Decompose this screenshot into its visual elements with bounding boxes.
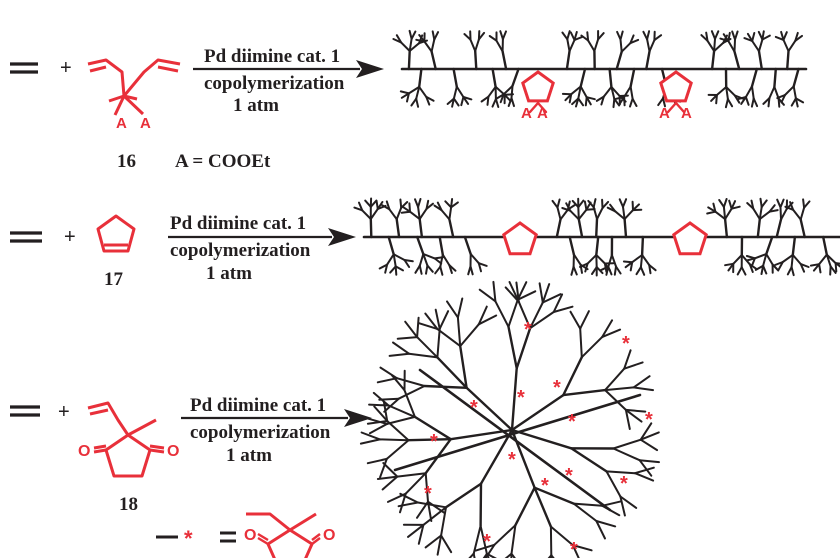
- star-marker: *: [568, 411, 576, 433]
- star-marker: *: [524, 319, 532, 341]
- carbonyl-oxygen: O: [78, 443, 91, 460]
- star-marker: *: [470, 397, 478, 419]
- carbonyl-oxygen: O: [323, 527, 336, 544]
- catalyst-label: Pd diimine cat. 1: [204, 46, 341, 67]
- star-marker: *: [553, 377, 561, 399]
- pressure-label: 1 atm: [206, 263, 252, 284]
- star-marker: *: [620, 473, 628, 495]
- process-label: copolymerization: [204, 73, 345, 94]
- star-marker: *: [541, 475, 549, 497]
- catalyst-label: Pd diimine cat. 1: [190, 395, 327, 416]
- plus-sign: +: [58, 401, 70, 423]
- process-label: copolymerization: [170, 240, 311, 261]
- carbonyl-oxygen: O: [167, 443, 180, 460]
- plus-sign: +: [64, 226, 76, 248]
- ethylene-symbol: [10, 62, 42, 417]
- pressure-label: 1 atm: [226, 445, 272, 466]
- monomer-17-structure: [96, 214, 136, 253]
- substituent-a: A: [140, 115, 151, 132]
- process-label: copolymerization: [190, 422, 331, 443]
- star-marker: *: [483, 531, 491, 553]
- star-definition-structure: [156, 512, 321, 558]
- star-marker: *: [517, 387, 525, 409]
- star-marker: *: [570, 539, 578, 558]
- pressure-label: 1 atm: [233, 95, 279, 116]
- compound-number-18: 18: [119, 494, 138, 515]
- star-marker: *: [430, 431, 438, 453]
- polymer-product-17: [353, 197, 840, 277]
- star-marker: *: [424, 483, 432, 505]
- plus-sign: +: [60, 57, 72, 79]
- compound-number-17: 17: [104, 269, 123, 290]
- star-marker: *: [645, 409, 653, 431]
- star-marker: *: [622, 333, 630, 355]
- reaction-arrow: [181, 409, 372, 427]
- substituent-a: A: [659, 105, 670, 122]
- star-symbol: *: [184, 526, 193, 551]
- star-marker: *: [565, 465, 573, 487]
- substituent-definition: A = COOEt: [175, 151, 271, 172]
- reaction-arrow: [193, 60, 384, 78]
- monomer-16-structure: [87, 58, 181, 116]
- carbonyl-oxygen: O: [244, 527, 257, 544]
- polymer-product-18: [359, 280, 660, 558]
- substituent-a: A: [537, 105, 548, 122]
- substituent-a: A: [521, 105, 532, 122]
- polymer-product-16: [392, 29, 808, 114]
- star-marker: *: [508, 449, 516, 471]
- compound-number-16: 16: [117, 151, 136, 172]
- catalyst-label: Pd diimine cat. 1: [170, 213, 307, 234]
- reaction-arrow: [168, 228, 356, 246]
- substituent-a: A: [681, 105, 692, 122]
- substituent-a: A: [116, 115, 127, 132]
- monomer-18-structure: [87, 401, 165, 478]
